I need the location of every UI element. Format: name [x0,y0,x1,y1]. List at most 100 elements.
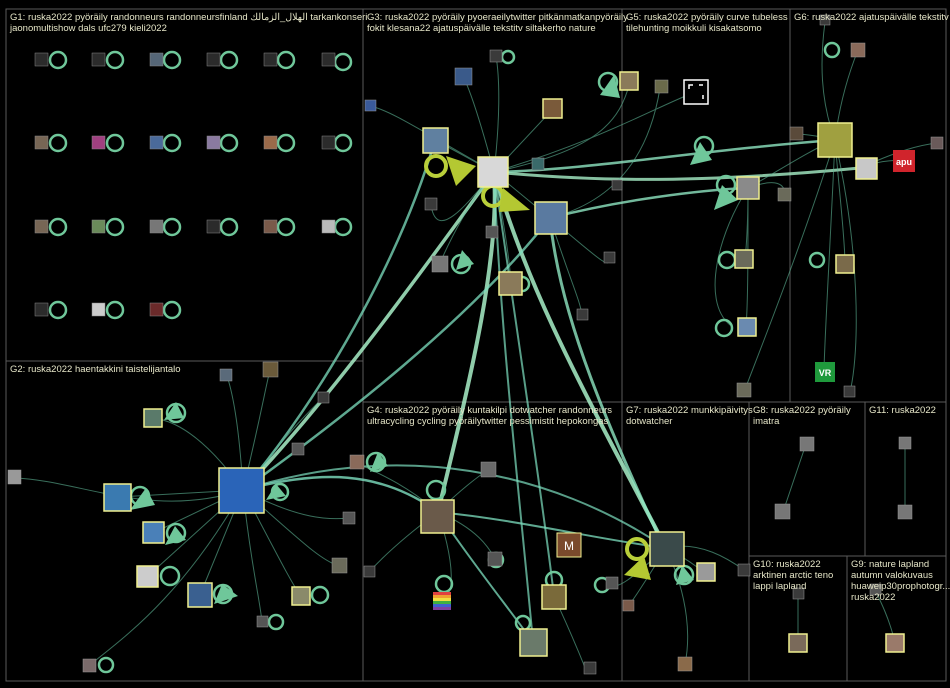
node-major[interactable] [104,484,131,511]
group-label-g9-line1: G9: nature lapland [851,559,929,570]
node-major[interactable] [789,634,807,652]
node-major[interactable] [856,158,877,179]
node-thumbnail[interactable] [844,386,855,397]
node-thumbnail[interactable] [350,455,364,469]
node-major[interactable] [543,99,562,118]
node-thumbnail[interactable] [150,136,163,149]
node-major[interactable] [542,585,566,609]
node-thumbnail[interactable] [257,616,268,627]
node-thumbnail[interactable] [851,43,865,57]
node-thumbnail[interactable] [899,437,911,449]
node-thumbnail[interactable] [490,50,502,62]
node-major[interactable] [292,587,310,605]
node-thumbnail[interactable] [678,657,692,671]
apu-badge-label: apu [896,157,912,167]
node-major[interactable] [137,566,158,587]
node-thumbnail[interactable] [318,392,329,403]
node-thumbnail[interactable] [486,226,498,238]
node-major[interactable] [143,522,164,543]
node-thumbnail[interactable] [220,369,232,381]
node-major[interactable] [478,157,508,187]
node-thumbnail[interactable] [92,220,105,233]
group-label-g3-line1: G3: ruska2022 pyöräily pyoeraeilytwitter… [367,12,628,23]
node-thumbnail[interactable] [322,53,335,66]
node-thumbnail[interactable] [150,53,163,66]
node-thumbnail[interactable] [264,136,277,149]
group-label-g9-line4: ruska2022 [851,592,895,603]
node-thumbnail[interactable] [92,53,105,66]
node-thumbnail[interactable] [612,180,622,190]
node-thumbnail[interactable] [655,80,668,93]
node-thumbnail[interactable] [264,53,277,66]
node-thumbnail[interactable] [35,220,48,233]
node-major[interactable] [188,583,212,607]
node-major[interactable] [886,634,904,652]
node-thumbnail[interactable] [455,68,472,85]
node-thumbnail[interactable] [8,470,21,484]
node-thumbnail[interactable] [364,566,375,577]
node-major[interactable] [735,250,753,268]
focus-icon-node[interactable] [684,80,708,104]
node-major[interactable] [836,255,854,273]
node-major[interactable] [650,532,684,566]
m-badge-node[interactable]: M [557,533,581,557]
m-badge-label: M [564,539,574,553]
node-major[interactable] [219,468,264,513]
node-major[interactable] [144,409,162,427]
group-label-g2: G2: ruska2022 haentakkini taistelijantal… [10,364,181,375]
node-major[interactable] [818,123,852,157]
node-thumbnail[interactable] [322,136,335,149]
node-thumbnail[interactable] [532,158,544,170]
node-major[interactable] [520,629,547,656]
node-thumbnail[interactable] [778,188,791,201]
node-thumbnail[interactable] [738,564,750,576]
node-thumbnail[interactable] [35,53,48,66]
node-thumbnail[interactable] [800,437,814,451]
node-thumbnail[interactable] [292,443,304,455]
node-thumbnail[interactable] [92,136,105,149]
node-thumbnail[interactable] [425,198,437,210]
group-label-g11: G11: ruska2022 [869,405,936,416]
node-thumbnail[interactable] [207,220,220,233]
node-thumbnail[interactable] [737,383,751,397]
node-thumbnail[interactable] [898,505,912,519]
node-thumbnail[interactable] [488,552,502,566]
node-thumbnail[interactable] [92,303,105,316]
node-thumbnail[interactable] [432,256,448,272]
node-thumbnail[interactable] [790,127,803,140]
node-thumbnail[interactable] [150,303,163,316]
node-thumbnail[interactable] [931,137,943,149]
node-thumbnail[interactable] [343,512,355,524]
node-thumbnail[interactable] [83,659,96,672]
node-major[interactable] [697,563,715,581]
node-thumbnail[interactable] [35,136,48,149]
node-thumbnail[interactable] [207,136,220,149]
node-major[interactable] [535,202,567,234]
node-thumbnail[interactable] [35,303,48,316]
apu-badge-node[interactable]: apu [893,150,915,172]
node-thumbnail[interactable] [606,577,618,589]
node-thumbnail[interactable] [263,362,278,377]
node-major[interactable] [737,177,759,199]
group-label-g5-line1: G5: ruska2022 pyöräily curve tubeless [626,12,788,23]
rainbow-flag-node[interactable] [433,592,451,610]
node-thumbnail[interactable] [481,462,496,477]
node-thumbnail[interactable] [264,220,277,233]
vr-badge-node[interactable]: VR [815,362,835,382]
node-thumbnail[interactable] [150,220,163,233]
group-label-g1-line2: jaonomultishow dals ufc279 kieli2022 [9,23,167,34]
node-thumbnail[interactable] [584,662,596,674]
node-thumbnail[interactable] [775,504,790,519]
node-thumbnail[interactable] [207,53,220,66]
node-major[interactable] [620,72,638,90]
node-major[interactable] [738,318,756,336]
node-thumbnail[interactable] [623,600,634,611]
node-major[interactable] [421,500,454,533]
node-thumbnail[interactable] [322,220,335,233]
node-thumbnail[interactable] [577,309,588,320]
node-major[interactable] [423,128,448,153]
node-thumbnail[interactable] [332,558,347,573]
node-thumbnail[interactable] [604,252,615,263]
node-major[interactable] [499,272,522,295]
node-thumbnail[interactable] [365,100,376,111]
